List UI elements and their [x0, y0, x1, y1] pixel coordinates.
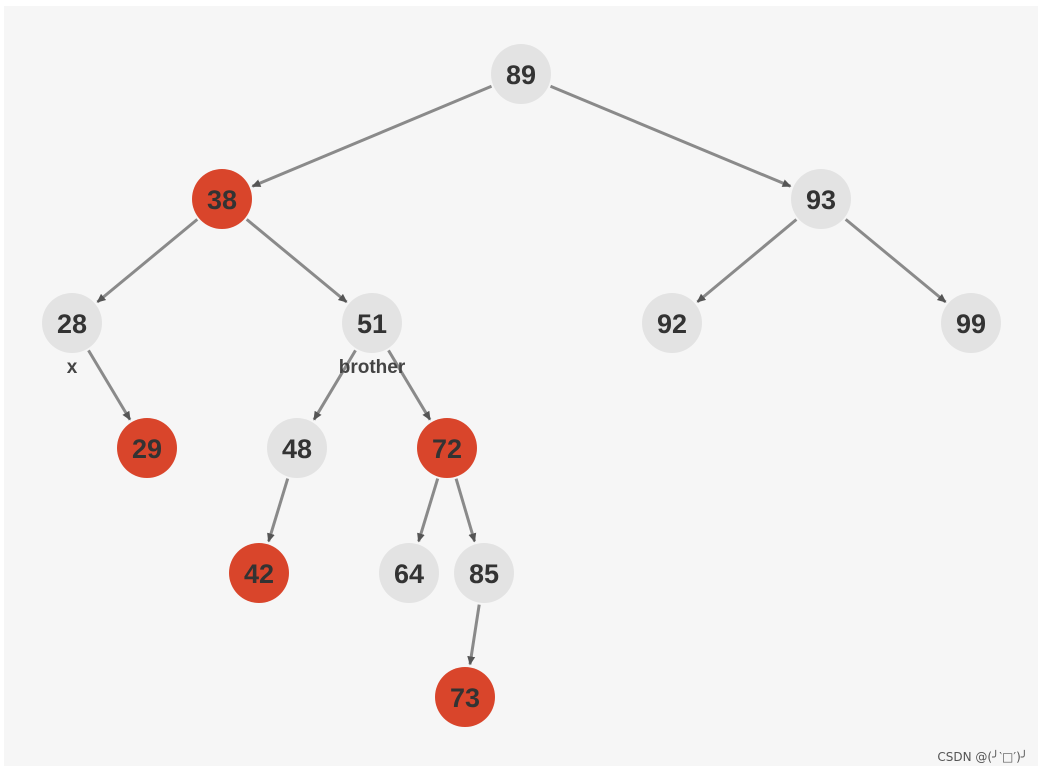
node-label-x: x [67, 357, 78, 378]
watermark-text: CSDN @(╯‵□′)╯ [937, 750, 1028, 764]
node-89: 89 [491, 44, 551, 104]
node-circle-28 [42, 293, 102, 353]
node-64: 64 [379, 543, 439, 603]
node-38: 38 [192, 169, 252, 229]
node-value-48: 48 [282, 434, 312, 464]
node-circle-64 [379, 543, 439, 603]
node-42: 42 [229, 543, 289, 603]
node-value-51: 51 [357, 309, 387, 339]
edge-89-to-93 [549, 84, 792, 188]
edge-72-to-85 [454, 478, 477, 543]
edge-93-to-99 [844, 218, 947, 304]
node-circle-89 [491, 44, 551, 104]
node-28: 28 [42, 293, 102, 353]
node-circle-51 [342, 293, 402, 353]
node-circle-42 [229, 543, 289, 603]
node-circle-93 [791, 169, 851, 229]
node-value-85: 85 [469, 559, 499, 589]
edge-28-to-29 [87, 349, 132, 421]
edge-85-to-73 [467, 604, 481, 666]
node-circle-38 [192, 169, 252, 229]
node-circle-72 [417, 418, 477, 478]
node-circle-92 [642, 293, 702, 353]
node-value-42: 42 [244, 559, 274, 589]
node-label-brother: brother [339, 357, 406, 378]
node-circle-29 [117, 418, 177, 478]
edge-72-to-64 [417, 478, 440, 543]
node-29: 29 [117, 418, 177, 478]
node-value-93: 93 [806, 185, 836, 215]
node-85: 85 [454, 543, 514, 603]
node-value-29: 29 [132, 434, 162, 464]
labels-layer: x brother [67, 357, 406, 378]
node-value-28: 28 [57, 309, 87, 339]
node-circle-73 [435, 667, 495, 727]
node-value-99: 99 [956, 309, 986, 339]
node-value-72: 72 [432, 434, 462, 464]
node-circle-85 [454, 543, 514, 603]
node-value-89: 89 [506, 60, 536, 90]
node-value-92: 92 [657, 309, 687, 339]
node-73: 73 [435, 667, 495, 727]
node-circle-99 [941, 293, 1001, 353]
edge-48-to-42 [267, 478, 290, 543]
node-93: 93 [791, 169, 851, 229]
edge-38-to-51 [245, 218, 348, 304]
node-value-64: 64 [394, 559, 424, 589]
node-51: 51 [342, 293, 402, 353]
edges-layer [87, 84, 947, 666]
node-72: 72 [417, 418, 477, 478]
edge-51-to-48 [312, 349, 357, 421]
diagram-background [4, 6, 1038, 766]
edge-38-to-28 [96, 218, 199, 304]
nodes-layer: 89 38 93 28 51 92 99 29 48 72 42 64 85 73 [42, 44, 1001, 727]
node-99: 99 [941, 293, 1001, 353]
node-92: 92 [642, 293, 702, 353]
edge-93-to-92 [696, 218, 798, 304]
node-48: 48 [267, 418, 327, 478]
edge-51-to-72 [387, 349, 432, 421]
node-value-38: 38 [207, 185, 237, 215]
node-value-73: 73 [450, 683, 480, 713]
node-circle-48 [267, 418, 327, 478]
edge-89-to-38 [251, 84, 493, 188]
